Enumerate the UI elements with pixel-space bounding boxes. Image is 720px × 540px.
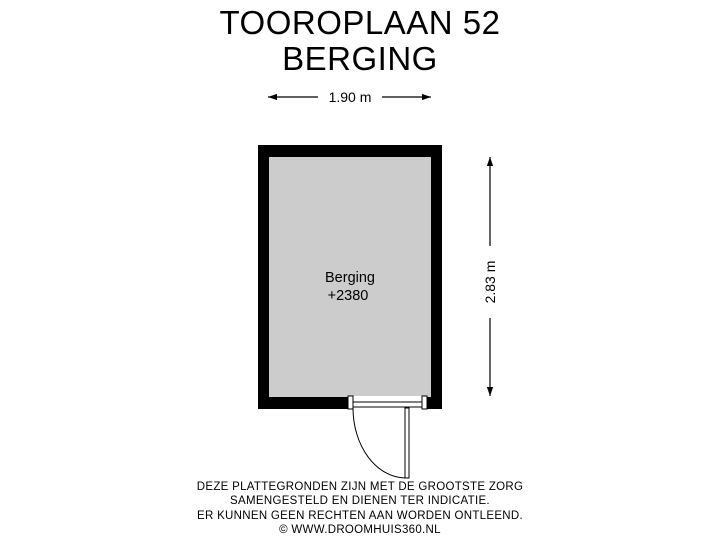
floorplan-address: TOOROPLAAN 52	[219, 4, 501, 41]
disclaimer: DEZE PLATTEGRONDEN ZIJN MET DE GROOTSTE …	[0, 480, 720, 537]
disclaimer-line-3: ER KUNNEN GEEN RECHTEN AAN WORDEN ONTLEE…	[197, 509, 523, 522]
door-leaf	[404, 407, 410, 479]
door-swing-arc	[352, 407, 406, 479]
copyright-line: © WWW.DROOMHUIS360.NL	[279, 523, 441, 536]
room-name-label: Berging	[325, 270, 375, 286]
floorplan-room-type: BERGING	[282, 40, 438, 77]
depth-dimension-label: 2.83 m	[482, 261, 498, 304]
disclaimer-line-1: DEZE PLATTEGRONDEN ZIJN MET DE GROOTSTE …	[196, 481, 524, 493]
storage-room	[258, 145, 442, 479]
door-jamb-right	[421, 395, 428, 410]
width-dimension-label: 1.90 m	[329, 89, 372, 105]
width-dimension: 1.90 m	[268, 89, 431, 105]
disclaimer-line-2: SAMENGESTELD EN DIENEN TER INDICATIE.	[230, 495, 490, 508]
door-opening	[348, 396, 427, 410]
door-jamb-left	[347, 395, 354, 410]
depth-dimension: 2.83 m	[482, 157, 498, 396]
room-floor	[269, 157, 431, 397]
room-level-label: +2380	[328, 288, 369, 304]
